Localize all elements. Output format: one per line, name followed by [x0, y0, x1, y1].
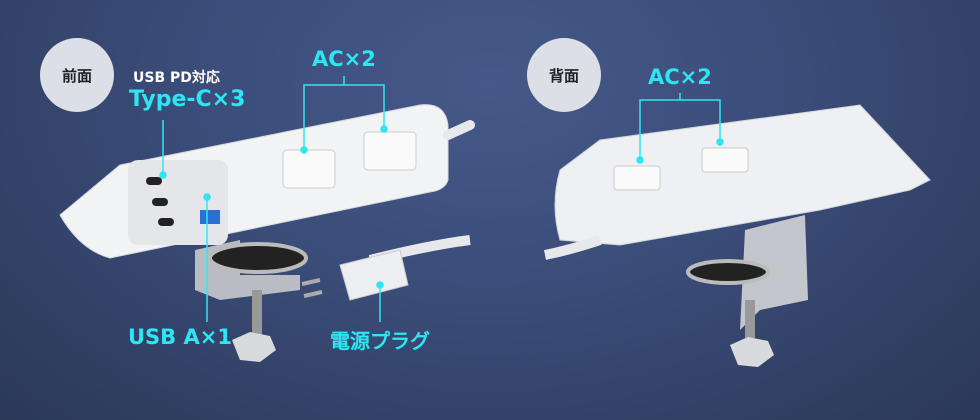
usbc-port: [158, 218, 174, 226]
callout-lines: [159, 76, 724, 322]
power-plug-label: 電源プラグ: [330, 329, 430, 353]
back-badge-text: 背面: [548, 66, 579, 85]
ac-outlet: [701, 147, 749, 173]
front-clamp-screw: [252, 290, 262, 335]
usb-pd-note: USB PD対応: [133, 70, 220, 86]
front-cord: [443, 120, 475, 140]
back-view-badge: 背面: [527, 38, 601, 112]
back-ac-label: AC×2: [648, 65, 712, 89]
usb-panel: [128, 160, 228, 245]
ac-outlet: [613, 165, 661, 191]
usba-label: USB A×1: [128, 325, 232, 349]
ac-outlet: [363, 131, 417, 171]
front-clamp-knob: [232, 332, 276, 362]
usbc-port: [146, 177, 162, 185]
front-view-badge: 前面: [40, 38, 114, 112]
back-clamp: [740, 215, 808, 330]
typec-label: Type-C×3: [129, 87, 246, 112]
front-ac-label: AC×2: [312, 47, 376, 71]
back-power-strip: [544, 104, 931, 367]
power-plug: [339, 249, 409, 301]
usbc-port: [152, 198, 168, 206]
usba-port: [200, 210, 220, 224]
ac-outlet: [282, 149, 336, 189]
front-power-strip: [59, 104, 475, 362]
front-badge-text: 前面: [61, 66, 92, 85]
front-clamp-pad: [208, 242, 308, 274]
